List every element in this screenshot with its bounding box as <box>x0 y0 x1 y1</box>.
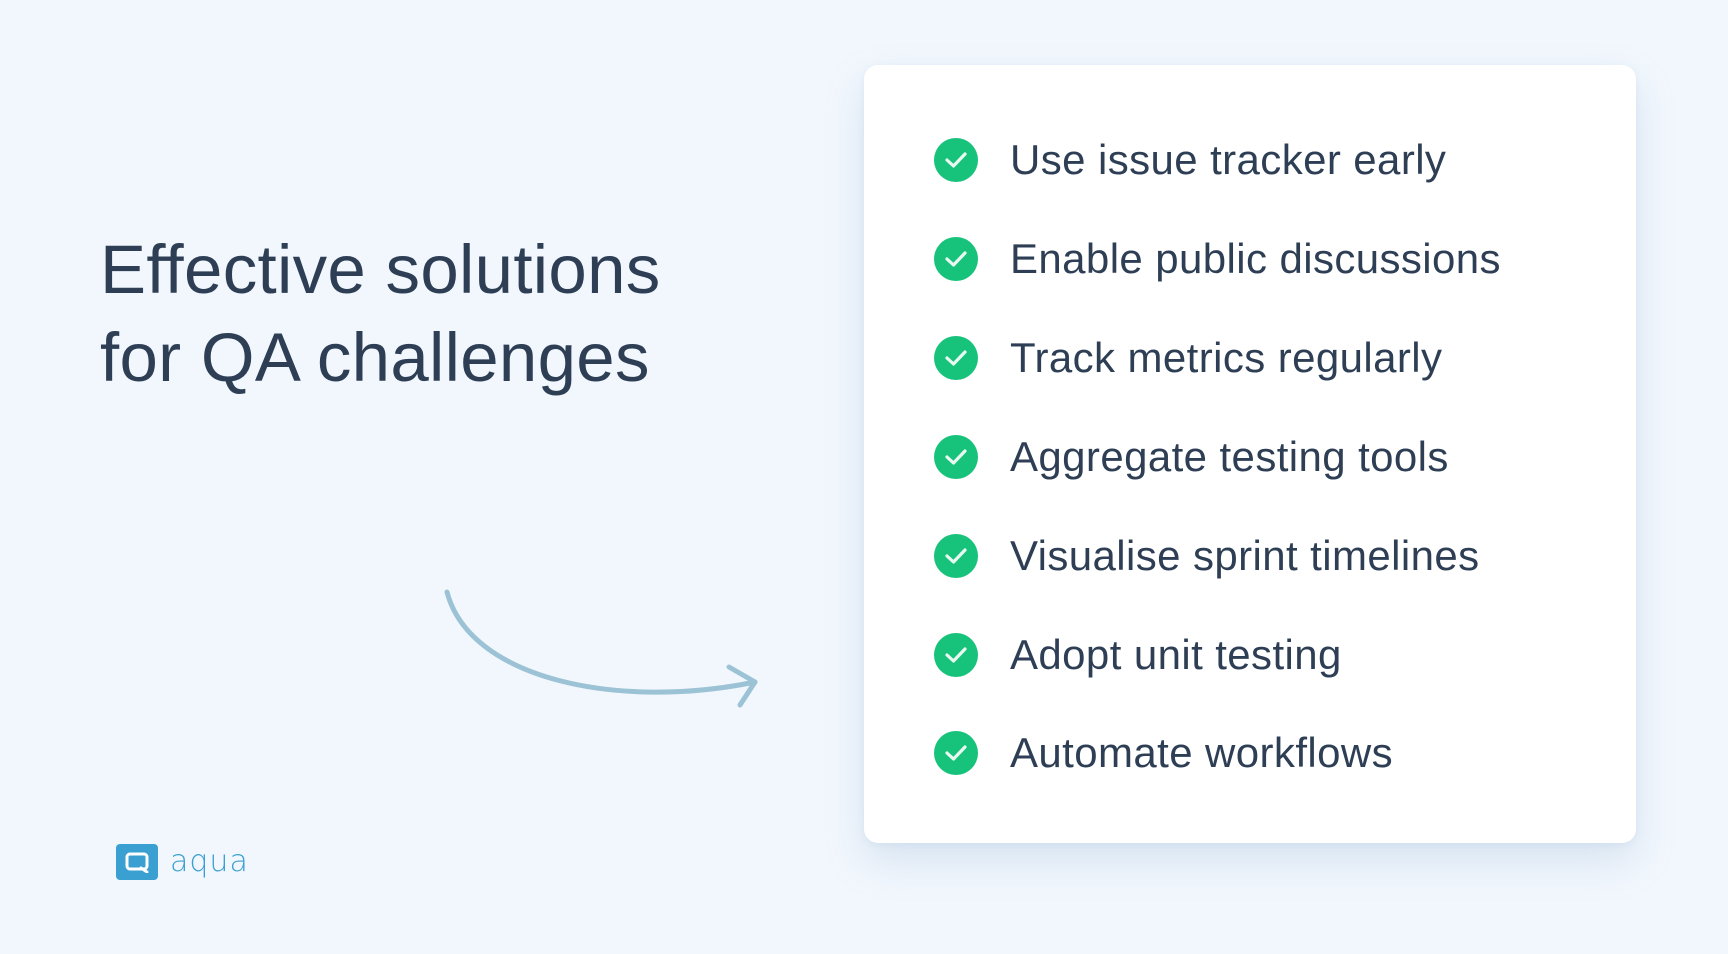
check-circle-icon <box>934 237 978 281</box>
list-item: Use issue tracker early <box>934 136 1446 184</box>
check-circle-icon <box>934 534 978 578</box>
item-label: Enable public discussions <box>1010 235 1501 282</box>
item-label: Aggregate testing tools <box>1010 433 1449 480</box>
check-circle-icon <box>934 633 978 677</box>
item-label: Visualise sprint timelines <box>1010 532 1480 579</box>
title-line-1: Effective solutions <box>100 231 661 308</box>
aqua-logo: aqua <box>116 844 249 880</box>
page-title: Effective solutions for QA challenges <box>100 226 661 402</box>
check-circle-icon <box>934 435 978 479</box>
check-circle-icon <box>934 336 978 380</box>
title-line-2: for QA challenges <box>100 319 650 396</box>
item-label: Track metrics regularly <box>1010 334 1443 381</box>
aqua-logo-mark-icon <box>116 844 158 880</box>
list-item: Enable public discussions <box>934 235 1501 283</box>
item-label: Automate workflows <box>1010 729 1394 776</box>
check-circle-icon <box>934 731 978 775</box>
item-label: Use issue tracker early <box>1010 136 1447 183</box>
list-item: Aggregate testing tools <box>934 433 1449 481</box>
brand-name: aqua <box>170 844 249 879</box>
list-item: Track metrics regularly <box>934 334 1442 382</box>
item-label: Adopt unit testing <box>1010 631 1342 678</box>
list-item: Visualise sprint timelines <box>934 532 1480 580</box>
check-circle-icon <box>934 138 978 182</box>
list-item: Adopt unit testing <box>934 631 1342 679</box>
list-item: Automate workflows <box>934 729 1393 777</box>
solutions-card: Use issue tracker early Enable public di… <box>864 65 1636 843</box>
curved-arrow-right-icon <box>444 589 758 708</box>
